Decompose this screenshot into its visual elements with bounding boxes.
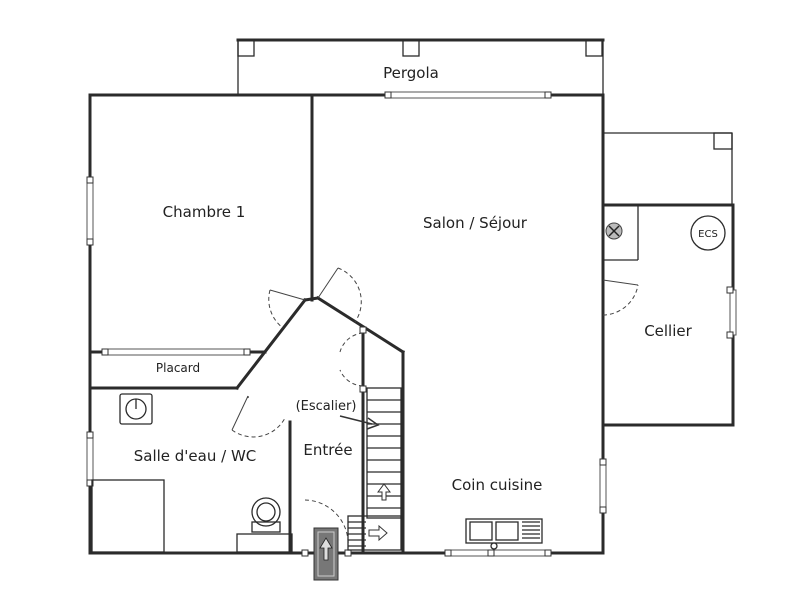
ecs-label: ECS — [698, 229, 718, 240]
windows — [86, 91, 737, 557]
salle-eau-label: Salle d'eau / WC — [134, 447, 257, 465]
shower — [119, 393, 153, 425]
wall-nodes — [86, 91, 734, 557]
interior-walls — [88, 93, 406, 555]
escalier-label: (Escalier) — [296, 399, 357, 414]
entry-arrow-up-icon — [319, 537, 333, 561]
entry-mat — [313, 527, 339, 581]
stair-arrow-right-icon — [368, 524, 388, 542]
ecs-tank — [690, 215, 726, 251]
pergola-structure — [236, 38, 605, 95]
doors — [231, 267, 639, 549]
vanity-unit — [91, 479, 165, 553]
placard-label: Placard — [156, 361, 200, 375]
staircase — [339, 387, 402, 551]
boiler-icon — [605, 222, 623, 240]
cellier-label: Cellier — [644, 322, 692, 340]
chambre-label: Chambre 1 — [163, 203, 246, 221]
salon-label: Salon / Séjour — [423, 214, 528, 232]
annex-walls — [601, 132, 735, 427]
kitchen-sink — [465, 518, 543, 550]
entree-label: Entrée — [303, 441, 352, 459]
escalier-pointer-arrow-icon — [339, 415, 373, 425]
toilet-icon — [236, 497, 293, 553]
stair-arrow-up-icon — [377, 483, 391, 501]
cuisine-label: Coin cuisine — [452, 476, 543, 494]
pergola-label: Pergola — [383, 64, 439, 82]
